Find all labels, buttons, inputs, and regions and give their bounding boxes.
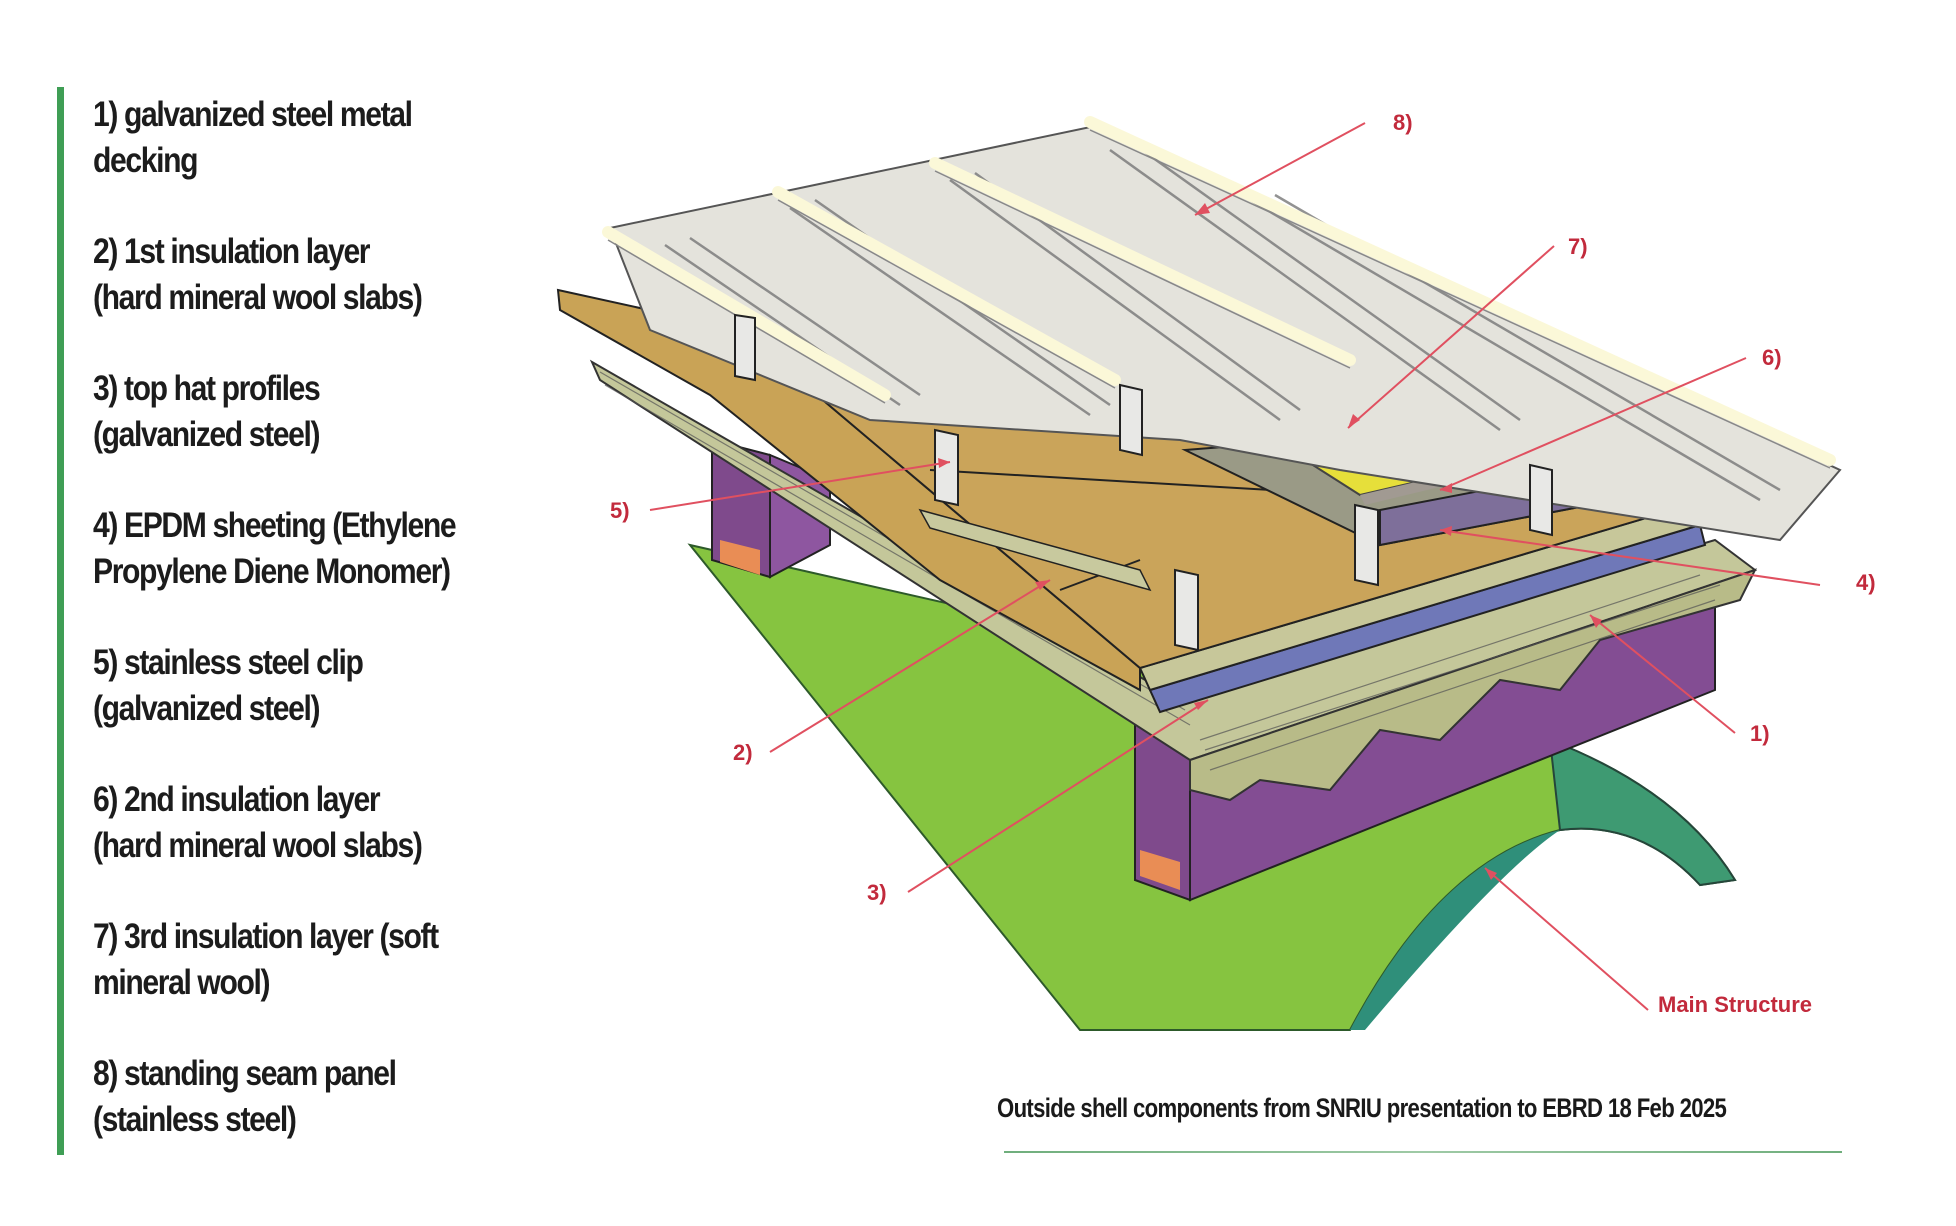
leader-5	[649, 461, 951, 511]
callout-label-3: 3)	[867, 880, 887, 905]
legend-item-7: 7) 3rd insulation layer (soft mineral wo…	[93, 914, 557, 1006]
leader-3	[907, 699, 1209, 893]
leader-4	[1439, 529, 1821, 586]
legend-item-5-line1: 5) stainless steel clip	[93, 643, 364, 682]
leader-main	[1484, 867, 1649, 1011]
callout-label-1: 1)	[1750, 721, 1770, 746]
legend-item-7-line1: 7) 3rd insulation layer (soft	[93, 917, 439, 956]
legend-item-6-line2: (hard mineral wool slabs)	[93, 826, 423, 865]
legend-item-1-line2: decking	[93, 141, 198, 180]
standing-seam-panels	[602, 116, 1842, 542]
legend-item-1-line1: 1) galvanized steel metal	[93, 95, 413, 134]
legend-item-4-line1: 4) EPDM sheeting (Ethylene	[93, 506, 457, 545]
legend-item-6: 6) 2nd insulation layer (hard mineral wo…	[93, 777, 557, 869]
callout-label-7: 7)	[1568, 234, 1588, 259]
legend-item-2-line1: 2) 1st insulation layer	[93, 232, 371, 271]
legend-item-3: 3) top hat profiles (galvanized steel)	[93, 366, 557, 458]
callout-label-2: 2)	[733, 740, 753, 765]
legend-item-7-line2: mineral wool)	[93, 963, 271, 1002]
legend-item-8-line1: 8) standing seam panel	[93, 1054, 397, 1093]
callout-label-5: 5)	[610, 498, 630, 523]
legend-item-1: 1) galvanized steel metal decking	[93, 92, 557, 184]
callout-label-6: 6)	[1762, 345, 1782, 370]
legend-item-4-line2: Propylene Diene Monomer)	[93, 552, 451, 591]
accent-bar	[57, 87, 64, 1155]
legend-item-6-line1: 6) 2nd insulation layer	[93, 780, 381, 819]
callout-leaders	[649, 122, 1821, 1011]
leader-6	[1439, 357, 1747, 491]
figure-caption: Outside shell components from SNRIU pres…	[997, 1093, 1727, 1123]
legend-item-3-line2: (galvanized steel)	[93, 415, 321, 454]
callout-label-8: 8)	[1393, 110, 1413, 135]
legend-item-3-line1: 3) top hat profiles	[93, 369, 321, 408]
stainless-steel-clips	[734, 313, 1553, 652]
legend-item-2: 2) 1st insulation layer (hard mineral wo…	[93, 229, 557, 321]
legend-item-5-line2: (galvanized steel)	[93, 689, 321, 728]
leader-1	[1589, 614, 1736, 734]
legend-item-4: 4) EPDM sheeting (Ethylene Propylene Die…	[93, 503, 557, 595]
component-legend: 1) galvanized steel metal decking 2) 1st…	[93, 92, 553, 1188]
leader-2	[769, 579, 1051, 753]
callout-arrowheads	[938, 203, 1602, 880]
callout-label-main-structure: Main Structure	[1658, 992, 1812, 1017]
legend-item-2-line2: (hard mineral wool slabs)	[93, 278, 423, 317]
leader-7	[1347, 245, 1555, 429]
support-beams	[711, 438, 1716, 902]
legend-item-8: 8) standing seam panel (stainless steel)	[93, 1051, 557, 1143]
legend-item-8-line2: (stainless steel)	[93, 1100, 297, 1139]
leader-8	[1194, 122, 1366, 216]
legend-item-5: 5) stainless steel clip (galvanized stee…	[93, 640, 557, 732]
callout-label-4: 4)	[1856, 570, 1876, 595]
caption-divider	[1004, 1151, 1842, 1153]
